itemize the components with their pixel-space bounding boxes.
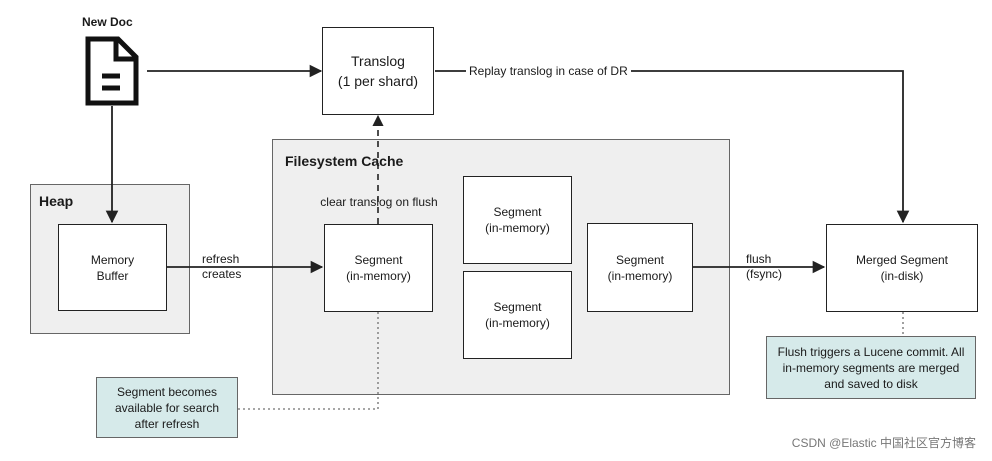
memory-buffer-node: Memory Buffer xyxy=(58,224,167,311)
note-refresh-connector xyxy=(238,312,379,410)
clear-translog-label: clear translog on flush xyxy=(320,195,438,209)
refresh-note-text: Segment becomes available for search aft… xyxy=(114,384,220,431)
heap-title: Heap xyxy=(39,193,74,209)
segment-refreshed: Segment (in-memory) xyxy=(324,224,433,312)
merged-segment-node: Merged Segment (in-disk) xyxy=(826,224,978,312)
segment-top: Segment (in-memory) xyxy=(463,176,572,264)
merged-segment-label: Merged Segment (in-disk) xyxy=(855,253,949,283)
refresh-creates-label: refresh creates xyxy=(202,252,242,281)
flush-note-text: Flush triggers a Lucene commit. All in-m… xyxy=(777,344,965,391)
memory-buffer-label: Memory Buffer xyxy=(90,252,135,283)
new-doc-label: New Doc xyxy=(82,15,133,29)
segment-bottom: Segment (in-memory) xyxy=(463,271,572,359)
refresh-note: Segment becomes available for search aft… xyxy=(96,377,238,438)
translog-node: Translog (1 per shard) xyxy=(322,27,434,115)
translog-title: Translog xyxy=(351,53,405,69)
translog-subtitle: (1 per shard) xyxy=(337,73,419,89)
watermark: CSDN @Elastic 中国社区官方博客 xyxy=(791,436,976,450)
replay-label: Replay translog in case of DR xyxy=(466,64,631,79)
segment-label: Segment (in-memory) xyxy=(485,205,550,235)
filesystem-cache-title: Filesystem Cache xyxy=(285,153,404,169)
segment-label: Segment (in-memory) xyxy=(485,300,550,330)
flush-note: Flush triggers a Lucene commit. All in-m… xyxy=(766,336,976,399)
document-icon xyxy=(85,36,139,106)
segment-label: Segment (in-memory) xyxy=(607,252,673,283)
flush-fsync-label: flush (fsync) xyxy=(746,252,782,281)
segment-right: Segment (in-memory) xyxy=(587,223,693,312)
segment-label: Segment (in-memory) xyxy=(346,253,411,283)
